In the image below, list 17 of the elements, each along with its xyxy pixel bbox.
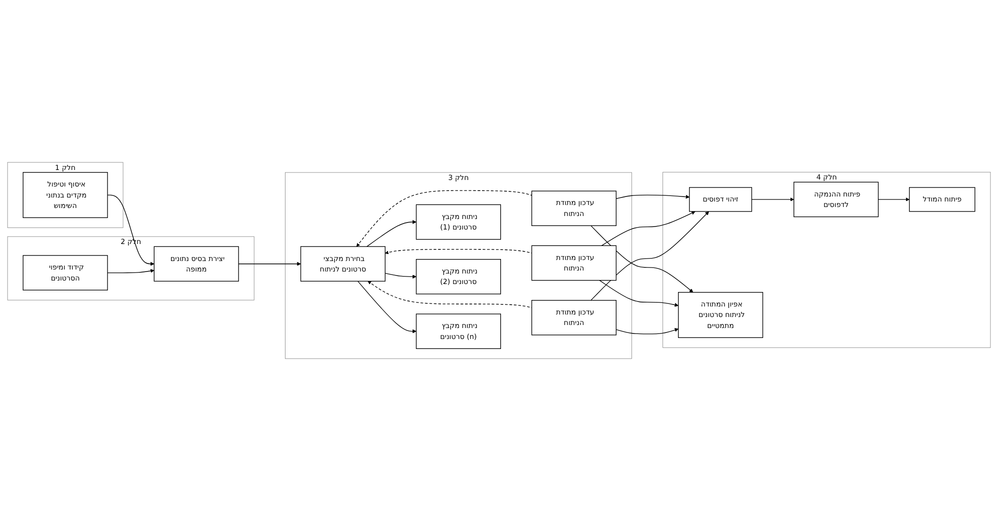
arrow: [590, 224, 693, 292]
arrow: [366, 220, 416, 246]
arrow: [615, 328, 678, 334]
arrow: [600, 210, 695, 246]
arrow: [356, 280, 416, 333]
arrow: [106, 194, 154, 266]
arrow: [106, 268, 154, 273]
arrow: [590, 210, 709, 300]
arrow: [877, 197, 910, 201]
arrow: [598, 280, 678, 306]
arrow: [384, 248, 532, 254]
arrow: [750, 197, 794, 201]
arrow: [367, 280, 532, 308]
arrow: [615, 194, 690, 198]
arrow: [238, 261, 300, 266]
arrow: [384, 272, 416, 278]
arrow: [356, 190, 532, 246]
